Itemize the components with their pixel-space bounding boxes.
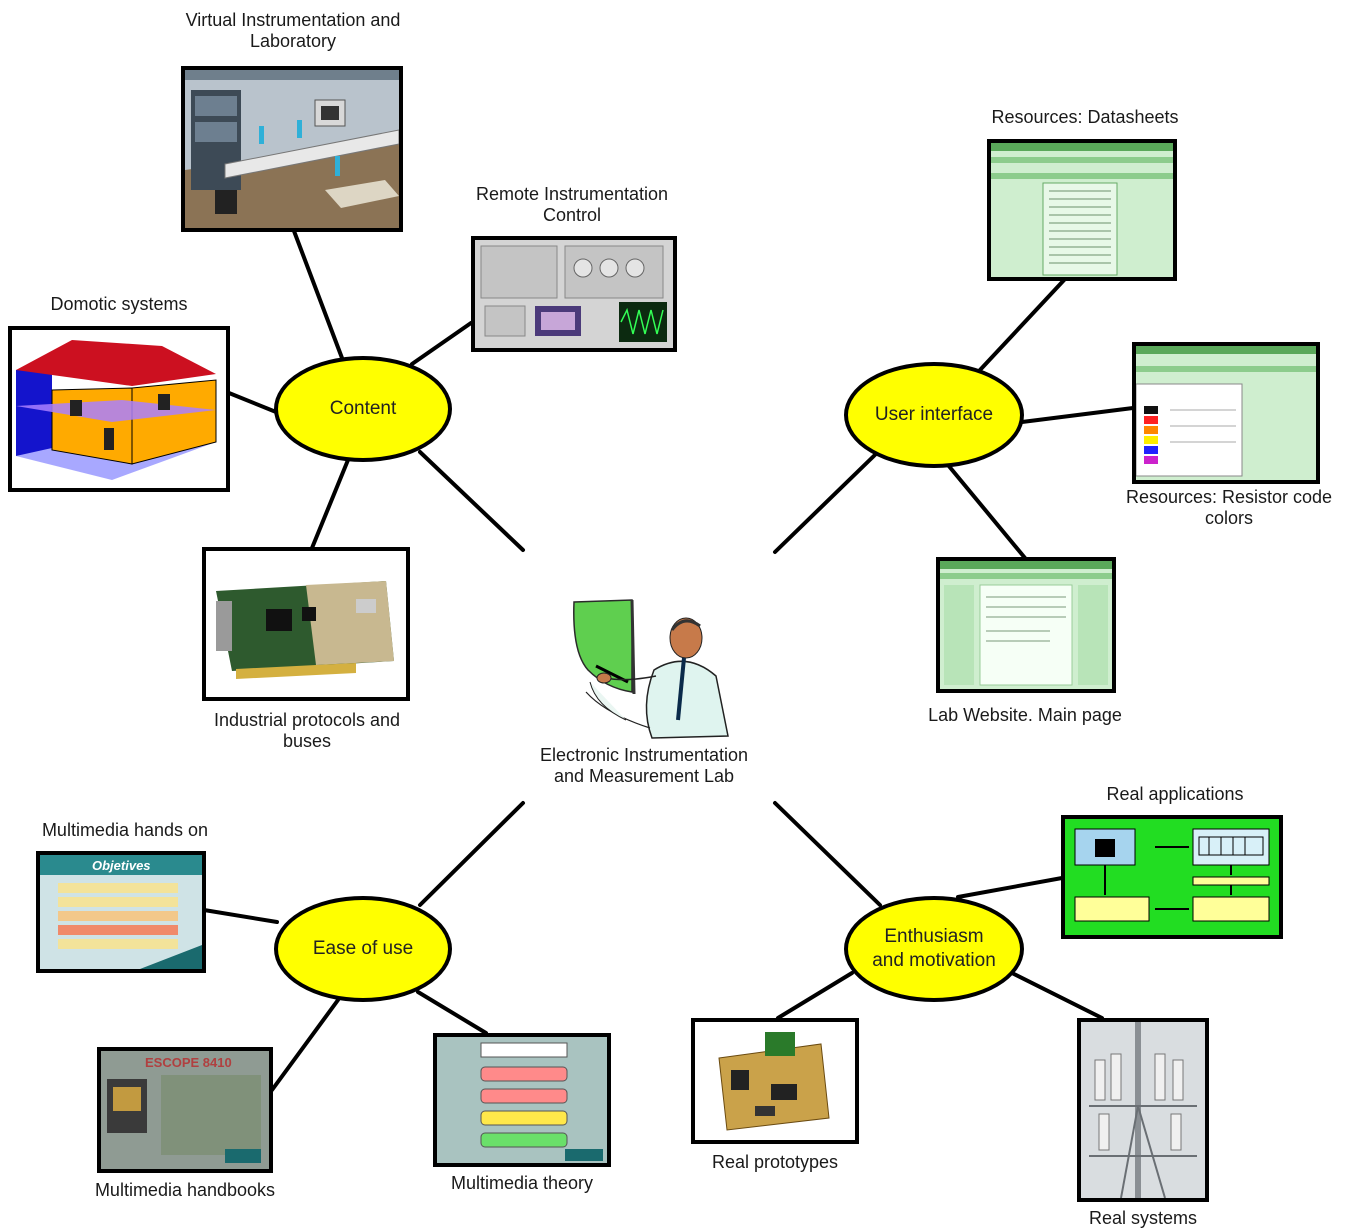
mm-theory-image [433, 1033, 611, 1167]
node-content: Content [274, 356, 452, 462]
teacher-with-board-icon [566, 596, 736, 746]
domotic-image [8, 326, 230, 492]
node-content-label: Content [329, 398, 397, 419]
industrial-image [202, 547, 410, 701]
virtual-lab-caption: Virtual Instrumentation and Laboratory [150, 10, 436, 52]
real-prototypes-image [691, 1018, 859, 1144]
real-apps-caption: Real applications [1070, 784, 1280, 805]
center-title-line-1: Electronic Instrumentation [539, 745, 749, 765]
resistor-caption-line-2: colors [1204, 508, 1253, 528]
node-enthusiasm-line-2: and motivation [872, 950, 996, 971]
mm-hands-on-image: Objetives [36, 851, 206, 973]
real-prototypes-caption: Real prototypes [680, 1152, 870, 1173]
mm-handbooks-screen-title: ESCOPE 8410 [145, 1055, 232, 1070]
real-apps-image [1061, 815, 1283, 939]
resistor-image [1132, 342, 1320, 484]
mm-hands-on-caption-text: Multimedia hands on [41, 820, 209, 840]
node-enthusiasm: Enthusiasm and motivation [844, 896, 1024, 1002]
lab-website-caption-text: Lab Website. Main page [928, 705, 1122, 725]
node-user-interface: User interface [844, 362, 1024, 468]
mm-handbooks-caption: Multimedia handbooks [70, 1180, 300, 1201]
remote-control-image [471, 236, 677, 352]
resistor-caption-line-1: Resources: Resistor code [1125, 487, 1333, 507]
remote-control-caption-line-2: Control [542, 205, 602, 225]
real-apps-caption-text: Real applications [1106, 784, 1244, 804]
lab-website-image [936, 557, 1116, 693]
node-user-interface-label: User interface [874, 404, 994, 425]
real-prototypes-caption-text: Real prototypes [711, 1152, 839, 1172]
datasheets-caption-text: Resources: Datasheets [991, 107, 1179, 127]
domotic-caption: Domotic systems [24, 294, 214, 315]
industrial-caption: Industrial protocols and buses [180, 710, 434, 752]
remote-control-caption: Remote Instrumentation Control [452, 184, 692, 226]
virtual-lab-caption-line-1: Virtual Instrumentation and [185, 10, 401, 30]
mm-hands-on-screen-title: Objetives [92, 858, 151, 873]
mm-handbooks-image: ESCOPE 8410 [97, 1047, 273, 1173]
real-systems-image [1077, 1018, 1209, 1202]
datasheets-image [987, 139, 1177, 281]
lab-website-caption: Lab Website. Main page [900, 705, 1150, 726]
industrial-caption-line-1: Industrial protocols and [213, 710, 401, 730]
industrial-caption-line-2: buses [282, 731, 332, 751]
virtual-lab-image [181, 66, 403, 232]
mm-handbooks-caption-text: Multimedia handbooks [94, 1180, 276, 1200]
real-systems-caption-text: Real systems [1088, 1208, 1198, 1228]
mm-theory-caption-text: Multimedia theory [450, 1173, 594, 1193]
node-ease-of-use-label: Ease of use [312, 938, 414, 959]
center-title: Electronic Instrumentation and Measureme… [504, 745, 784, 787]
mm-hands-on-caption: Multimedia hands on [20, 820, 230, 841]
mm-theory-caption: Multimedia theory [420, 1173, 624, 1194]
virtual-lab-caption-line-2: Laboratory [249, 31, 337, 51]
node-ease-of-use: Ease of use [274, 896, 452, 1002]
real-systems-caption: Real systems [1050, 1208, 1236, 1229]
domotic-caption-text: Domotic systems [50, 294, 188, 314]
center-title-line-2: and Measurement Lab [553, 766, 735, 786]
remote-control-caption-line-1: Remote Instrumentation [475, 184, 669, 204]
node-enthusiasm-line-1: Enthusiasm [884, 926, 984, 947]
datasheets-caption: Resources: Datasheets [960, 107, 1210, 128]
resistor-caption: Resources: Resistor code colors [1100, 487, 1358, 529]
